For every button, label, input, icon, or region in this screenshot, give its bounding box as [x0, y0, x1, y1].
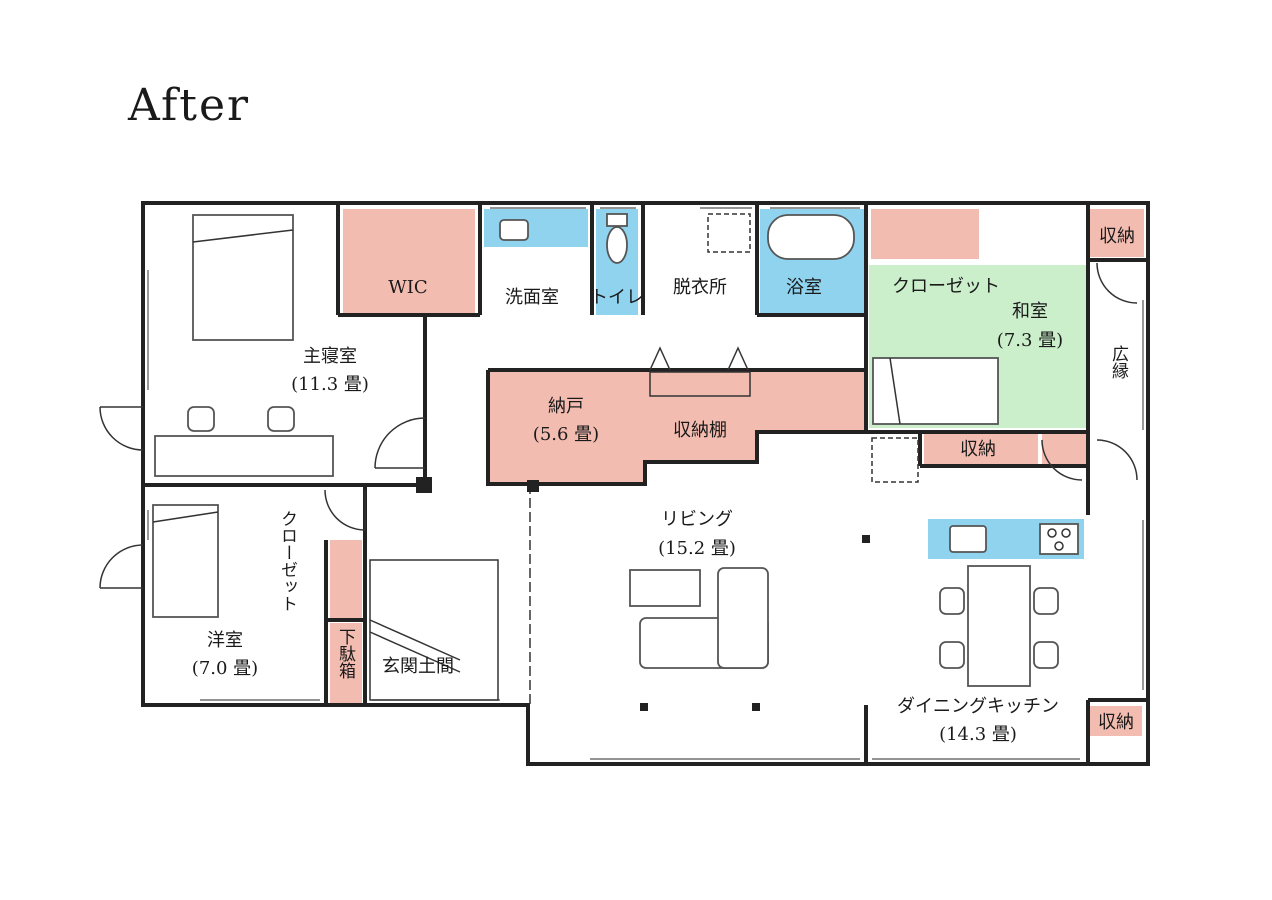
page-title: After	[127, 80, 250, 131]
chair-icon	[1033, 641, 1059, 669]
bathtub-icon	[767, 214, 855, 260]
toilet-icon	[606, 226, 628, 264]
shoe-box-zone	[330, 623, 362, 705]
door-swing-icon	[1096, 262, 1138, 304]
column-icon	[527, 480, 539, 492]
chair-icon	[1033, 587, 1059, 615]
chair-icon	[939, 641, 965, 669]
bathroom-label: 浴室	[786, 277, 822, 298]
storage-top-right-zone	[1090, 209, 1144, 257]
entrance-label: 玄関土間	[382, 656, 454, 677]
closet-japanese-zone	[871, 209, 979, 259]
storage-bottom-right-label: 収納	[1098, 712, 1134, 733]
wic-label: WIC	[388, 277, 427, 298]
chair-icon	[939, 587, 965, 615]
bed-icon	[872, 357, 999, 425]
western-room-size: (7.0 畳)	[192, 658, 258, 679]
windows	[147, 207, 1144, 760]
door-swing-icon	[99, 544, 144, 589]
engawa-label: 広縁	[1108, 345, 1129, 379]
japanese-room-size: (7.3 畳)	[997, 330, 1063, 351]
chair-icon	[267, 406, 295, 432]
master-bedroom-size: (11.3 畳)	[291, 374, 369, 395]
sink-icon	[499, 219, 529, 241]
stove-icon	[1039, 523, 1079, 555]
bed-icon	[192, 214, 294, 341]
storage-mid-zone	[924, 434, 1038, 464]
doors	[99, 262, 1138, 589]
walls	[141, 201, 1150, 766]
storage-mid-label: 収納	[960, 439, 996, 460]
western-room-name: 洋室	[207, 630, 243, 651]
toilet-label: トイレ	[590, 287, 644, 308]
closet-western-zone	[330, 540, 362, 618]
fixtures	[152, 213, 1079, 701]
storage-shelf-label: 収納棚	[673, 420, 727, 441]
column-icon	[416, 477, 432, 493]
japanese-room-name: 和室	[1012, 301, 1048, 322]
door-swing-icon	[1041, 439, 1083, 481]
living-name: リビング	[661, 509, 733, 530]
chair-icon	[187, 406, 215, 432]
nando-zone	[488, 370, 866, 484]
shoe-box-label: 下駄箱	[335, 628, 356, 679]
washroom-label: 洗面室	[505, 287, 559, 308]
columns	[416, 477, 870, 711]
storage-bottom-right-zone	[1090, 706, 1142, 736]
column-icon	[862, 535, 870, 543]
door-swing-icon	[1096, 439, 1138, 481]
master-bedroom-name: 主寝室	[303, 346, 357, 367]
door-swing-icon	[324, 489, 366, 531]
living-size: (15.2 畳)	[658, 538, 736, 559]
door-swing-icon	[374, 417, 426, 469]
dining-kitchen-size: (14.3 畳)	[939, 724, 1017, 745]
sink-icon	[949, 525, 987, 553]
dressing-room-label: 脱衣所	[673, 277, 727, 298]
nando-size: (5.6 畳)	[533, 424, 599, 445]
closet-western-label: クローゼット	[277, 510, 297, 612]
labels: 主寝室 (11.3 畳) WIC 洗面室 トイレ 脱衣所 浴室 クローゼット 収…	[192, 226, 1135, 745]
door-swing-icon	[99, 406, 144, 451]
storage-mid-small-zone	[1042, 434, 1086, 464]
bed-icon	[152, 504, 219, 618]
closet-japanese-label: クローゼット	[892, 276, 1000, 297]
column-icon	[640, 703, 648, 711]
nando-name: 納戸	[548, 396, 584, 417]
dining-kitchen-name: ダイニングキッチン	[897, 696, 1059, 717]
column-icon	[752, 703, 760, 711]
storage-top-right-label: 収納	[1099, 226, 1135, 247]
wic-zone	[343, 209, 475, 315]
